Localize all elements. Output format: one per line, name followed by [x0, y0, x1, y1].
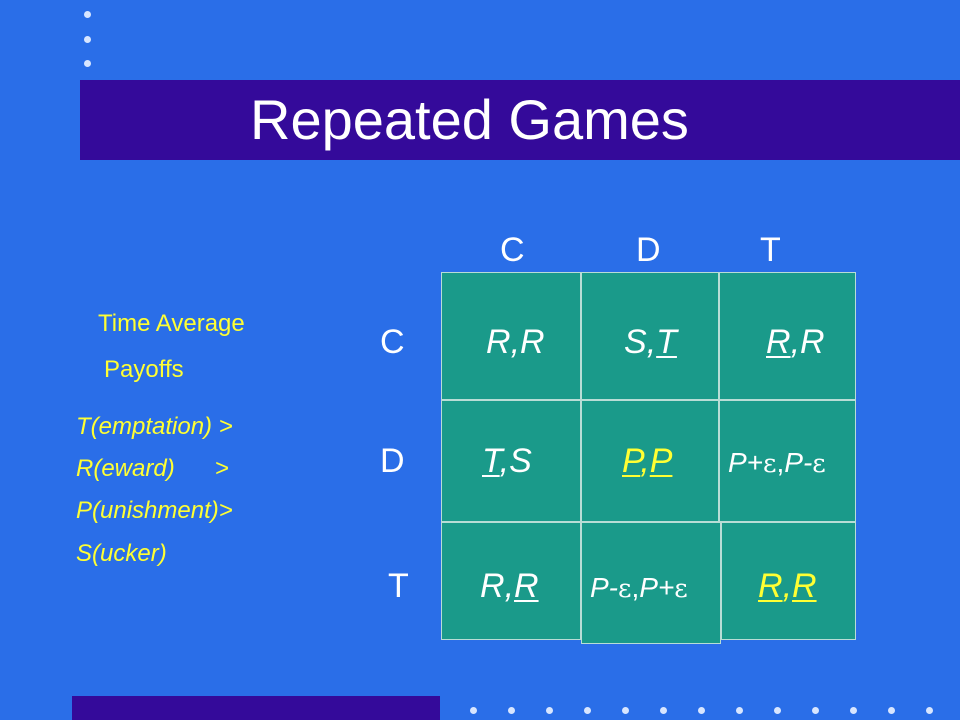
column-header-c: C — [500, 231, 525, 269]
payoff-ct: R,R — [766, 323, 825, 361]
decor-dot — [850, 707, 857, 714]
matrix-cell — [441, 522, 581, 640]
payoff-dc: T,S — [482, 442, 532, 480]
row-header-c: C — [380, 323, 405, 361]
slide-title: Repeated Games — [250, 88, 689, 151]
column-header-d: D — [636, 231, 661, 269]
decor-dot — [84, 36, 91, 43]
decor-dot — [698, 707, 705, 714]
decor-dot — [812, 707, 819, 714]
matrix-cell — [719, 272, 856, 400]
decor-dot — [470, 707, 477, 714]
ordering-line-3: P(unishment)> — [76, 497, 233, 524]
side-heading-line2: Payoffs — [104, 356, 184, 383]
ordering-line-2: R(eward) > — [76, 455, 229, 482]
ordering-line-4: S(ucker) — [76, 540, 167, 567]
row-header-t: T — [388, 567, 409, 605]
side-heading-line1: Time Average — [98, 310, 245, 337]
ordering-line-1: T(emptation) > — [76, 413, 233, 440]
payoff-tc: R,R — [480, 567, 539, 605]
matrix-cell — [581, 272, 719, 400]
decor-dot — [660, 707, 667, 714]
title-band — [80, 80, 960, 160]
payoff-tt: R,R — [758, 567, 817, 605]
bottom-band — [72, 696, 440, 720]
decor-dot — [546, 707, 553, 714]
matrix-cell — [581, 400, 719, 522]
matrix-cell — [719, 400, 856, 522]
decor-dot — [888, 707, 895, 714]
decor-dot — [926, 707, 933, 714]
matrix-cell — [581, 522, 721, 644]
matrix-cell — [721, 522, 856, 640]
decor-dot — [508, 707, 515, 714]
payoff-td: P-ε,P+ε — [590, 572, 688, 604]
decor-dot — [622, 707, 629, 714]
matrix-cell — [441, 272, 581, 400]
decor-dot — [736, 707, 743, 714]
decor-dot — [84, 11, 91, 18]
payoff-dd: P,P — [622, 442, 673, 480]
payoff-cd: S,T — [624, 323, 677, 361]
decor-dot — [84, 60, 91, 67]
column-header-t: T — [760, 231, 781, 269]
matrix-cell — [441, 400, 581, 522]
decor-dot — [584, 707, 591, 714]
decor-dot — [774, 707, 781, 714]
payoff-dt: P+ε,P-ε — [728, 447, 826, 479]
row-header-d: D — [380, 442, 405, 480]
payoff-cc: R,R — [486, 323, 545, 361]
